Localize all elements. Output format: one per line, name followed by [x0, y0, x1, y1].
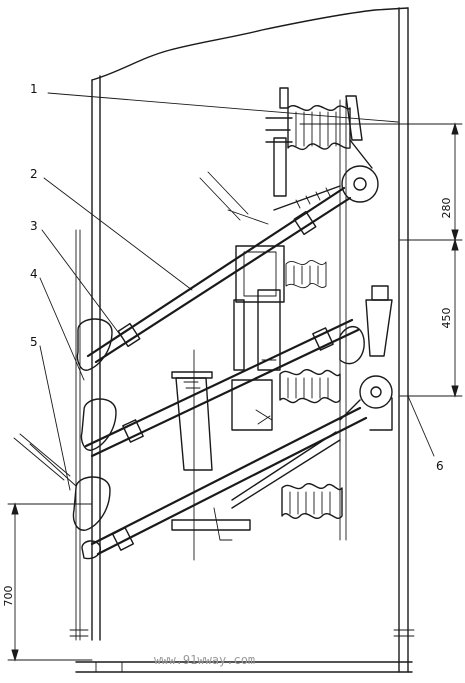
rod-3-clamp [111, 527, 135, 551]
dim-value-top: 280 [440, 198, 453, 219]
lower-hinge [359, 375, 393, 409]
dim-arrows-left [11, 502, 19, 662]
lower-box-detail [255, 409, 273, 425]
contact-cap [371, 285, 389, 301]
handle-3 [72, 476, 111, 531]
rod-3-upper [90, 406, 362, 546]
insulator-sheds [295, 111, 337, 147]
leader-1 [47, 92, 399, 123]
base-feet [95, 661, 123, 673]
dim-arrows-right [451, 122, 459, 398]
rod-3-link [231, 431, 341, 509]
upper-contact [345, 95, 363, 141]
rod-3-lower [96, 416, 368, 556]
operating-rod-2 [84, 318, 360, 458]
fuse-body [257, 289, 281, 371]
fuse-caps [261, 295, 277, 361]
callout-5: 5 [30, 335, 38, 349]
rod-1-lower [94, 196, 352, 364]
upper-insulator-assembly [265, 87, 379, 203]
operating-rod-3 [90, 406, 368, 556]
right-contact-assembly [339, 285, 393, 431]
callout-4: 4 [30, 267, 38, 281]
bottom-beam [171, 519, 251, 531]
dim-value-bottom: 700 [2, 586, 15, 607]
leader-lines [39, 92, 435, 491]
rod-1-upper [86, 186, 346, 358]
upper-bracket [279, 87, 289, 109]
lower-insulator-upper [279, 369, 341, 404]
potential-transformer [175, 377, 213, 471]
upper-hinge [341, 165, 379, 203]
callout-6: 6 [436, 459, 444, 473]
upper-link-rod [199, 137, 341, 225]
break-line [91, 7, 409, 81]
bottom-insulator [281, 483, 343, 519]
rod-2-upper [84, 318, 354, 448]
callout-1: 1 [30, 82, 38, 96]
lower-box [231, 379, 273, 431]
lower-assembly [171, 349, 343, 561]
handle-3-tip [81, 540, 101, 560]
side-strut [233, 299, 245, 371]
callout-2: 2 [30, 167, 38, 181]
watermark-text: www.91wway.com [154, 653, 255, 667]
lower-insulator-sheds [287, 377, 329, 399]
pt-cap [171, 371, 213, 379]
operating-rod-1 [86, 186, 352, 364]
rod-1-clamp [117, 322, 141, 348]
mid-insulator [285, 260, 327, 289]
pivot-bracket [339, 326, 365, 365]
vertical-strut [273, 137, 287, 197]
leader-5 [39, 345, 71, 491]
mid-insulator-sheds [293, 265, 319, 285]
cabinet-frame [69, 7, 415, 673]
operating-handles [13, 318, 117, 560]
upper-insulator [287, 105, 351, 151]
dim-extension-right [299, 123, 463, 397]
operating-lever [13, 433, 77, 487]
pt-top-rings [183, 381, 201, 389]
handle-1 [76, 318, 113, 371]
dim-extension-left [7, 503, 93, 661]
insulator-mount [265, 117, 293, 143]
dimension-lines [7, 122, 463, 662]
contact-body [365, 299, 393, 357]
post-gaps [69, 629, 415, 637]
leader-3 [41, 229, 125, 341]
leader-6 [407, 395, 435, 457]
leader-2 [43, 177, 193, 291]
rod-2-clamp [122, 419, 144, 443]
callout-3: 3 [30, 219, 38, 233]
blade [199, 171, 269, 225]
rod-2-clamp-2 [312, 327, 334, 351]
bottom-linkage [213, 507, 233, 541]
contact-arm [349, 139, 373, 169]
rod-2-lower [90, 328, 360, 458]
upper-hinge-pin [353, 177, 367, 191]
bottom-insulator-sheds [289, 491, 331, 515]
mechanism-box [235, 245, 285, 303]
lower-hinge-pin [370, 386, 382, 398]
handle-2 [80, 398, 117, 451]
dim-value-mid: 450 [440, 308, 453, 329]
leader-4 [39, 277, 85, 381]
rod-sheds [295, 187, 331, 209]
rod-1-clamp-2 [293, 210, 317, 236]
